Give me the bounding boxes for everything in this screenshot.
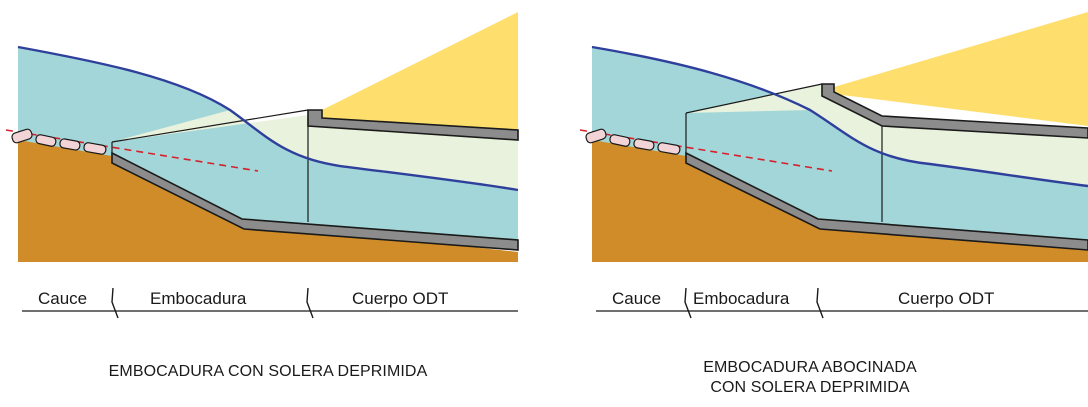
- left-culvert-top-line: [111, 109, 309, 143]
- right-culvert-top-line: [685, 83, 823, 114]
- left-tick-2: [306, 287, 314, 319]
- right-caption: EMBOCADURA ABOCINADA CON SOLERA DEPRIMID…: [590, 358, 1030, 398]
- right-tick-1: [684, 287, 692, 319]
- left-diagram: Cauce Embocadura Cuerpo ODT: [5, 12, 519, 319]
- right-riprap: [585, 128, 681, 155]
- right-label-cuerpo: Cuerpo ODT: [898, 289, 994, 308]
- right-caption-line-2: CON SOLERA DEPRIMIDA: [710, 379, 910, 396]
- left-riprap: [11, 128, 107, 155]
- right-culvert-interior: [686, 84, 1088, 186]
- right-embankment: [834, 12, 1088, 126]
- right-caption-line-1: EMBOCADURA ABOCINADA: [703, 359, 917, 376]
- right-label-cauce: Cauce: [612, 289, 661, 308]
- left-label-cauce: Cauce: [38, 289, 87, 308]
- right-tick-2: [816, 287, 824, 319]
- left-caption-text: EMBOCADURA CON SOLERA DEPRIMIDA: [108, 363, 428, 380]
- left-label-cuerpo: Cuerpo ODT: [352, 289, 448, 308]
- left-floor-slab: [111, 151, 519, 251]
- right-label-embocadura: Embocadura: [693, 289, 790, 308]
- right-water: [592, 47, 1088, 240]
- left-top-slab: [307, 109, 519, 141]
- left-label-embocadura: Embocadura: [150, 289, 247, 308]
- right-diagram: Cauce Embocadura Cuerpo ODT: [579, 12, 1088, 319]
- left-water: [18, 47, 518, 242]
- right-top-slab: [821, 83, 1088, 139]
- left-embankment: [322, 12, 518, 130]
- right-floor-slab: [685, 151, 1088, 251]
- right-water-surface: [591, 45, 1088, 188]
- left-tick-1: [111, 287, 119, 319]
- left-water-surface: [17, 45, 519, 192]
- left-caption: EMBOCADURA CON SOLERA DEPRIMIDA: [18, 362, 518, 382]
